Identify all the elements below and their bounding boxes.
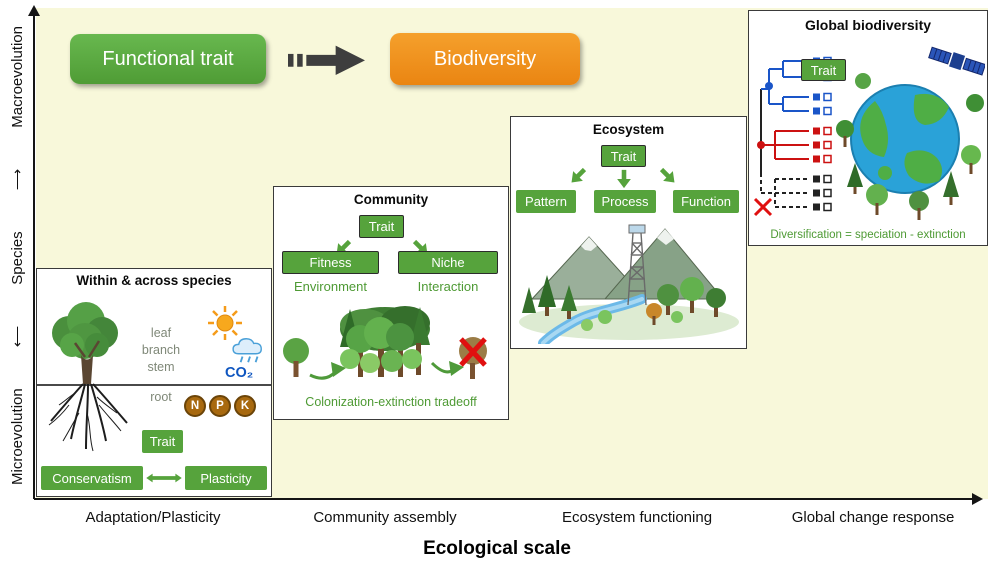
nutrient-n-icon: N (184, 395, 206, 417)
y-axis-label-microevolution: Microevolution (8, 388, 26, 485)
nutrient-p-icon: P (209, 395, 231, 417)
ecosystem-landscape-illustration (517, 217, 742, 344)
y-axis-arrowhead-icon (28, 5, 40, 16)
biodiversity-badge: Biodiversity (390, 33, 580, 85)
co2-label: CO₂ (225, 365, 254, 381)
function-box: Function (673, 190, 739, 213)
fitness-box: Fitness (282, 251, 379, 274)
x-category-adaptation: Adaptation/Plasticity (85, 509, 221, 526)
trait-box-ecosystem: Trait (601, 145, 646, 167)
arrow-to-pattern-icon (562, 160, 593, 191)
arrow-to-function-icon (652, 160, 683, 191)
functional-trait-badge: Functional trait (70, 34, 266, 84)
y-axis-line (33, 16, 35, 499)
x-category-community-assembly: Community assembly (313, 509, 457, 526)
environment-label: Environment (294, 279, 367, 294)
plant-part-label-leaf: leaf (150, 326, 172, 340)
tradeoff-caption: Colonization-extinction tradeoff (305, 395, 477, 409)
colonization-extinction-illustration (280, 299, 504, 391)
diversification-equation: Diversification = speciation - extinctio… (770, 229, 966, 241)
panel-title-species: Within & across species (76, 273, 232, 288)
panel-community: Community Trait Fitness Niche Environmen… (273, 186, 509, 420)
axis-arrow-up-icon: ⟶ (9, 168, 26, 191)
interaction-label: Interaction (417, 279, 479, 294)
panel-within-across-species: Within & across species (36, 268, 272, 497)
sun-icon (207, 305, 243, 341)
plant-part-label-branch: branch (141, 343, 181, 357)
plasticity-box: Plasticity (185, 466, 267, 490)
x-axis-arrowhead-icon (972, 493, 983, 505)
panel-global-biodiversity: Global biodiversity (748, 10, 988, 246)
axis-arrow-down-icon: ⟵ (9, 325, 26, 348)
x-axis-line (34, 498, 974, 500)
arrow-down-right-icon (405, 232, 436, 263)
tree-with-roots-illustration (39, 293, 139, 465)
process-box: Process (594, 190, 656, 213)
panel-title-global: Global biodiversity (804, 17, 932, 33)
plant-part-label-root: root (150, 390, 172, 404)
trait-box-species: Trait (142, 430, 183, 453)
conservatism-box: Conservatism (41, 466, 143, 490)
flow-arrow-icon (288, 42, 376, 78)
panel-title-community: Community (353, 192, 429, 207)
ground-line (37, 384, 271, 386)
y-axis-labels: Microevolution ⟵ Species ⟶ Macroevolutio… (3, 12, 31, 499)
niche-box: Niche (398, 251, 498, 274)
globe-satellite-illustration (833, 37, 985, 223)
x-category-global-change: Global change response (791, 509, 955, 526)
panel-title-ecosystem: Ecosystem (592, 122, 665, 137)
y-axis-label-macroevolution: Macroevolution (8, 26, 26, 128)
rain-cloud-icon (229, 335, 271, 365)
panel-ecosystem: Ecosystem Trait Pattern Process Function (510, 116, 747, 349)
pattern-box: Pattern (516, 190, 576, 213)
y-axis-label-species: Species (8, 231, 26, 285)
x-axis-title: Ecological scale (423, 538, 571, 559)
arrow-down-left-icon (327, 232, 358, 263)
plant-part-label-stem: stem (147, 360, 175, 374)
trait-box-community: Trait (359, 215, 404, 238)
double-arrow-icon (145, 469, 183, 487)
x-category-ecosystem-functioning: Ecosystem functioning (561, 509, 713, 526)
nutrient-k-icon: K (234, 395, 256, 417)
arrow-to-process-icon (613, 168, 635, 190)
trait-box-global: Trait (801, 59, 846, 81)
